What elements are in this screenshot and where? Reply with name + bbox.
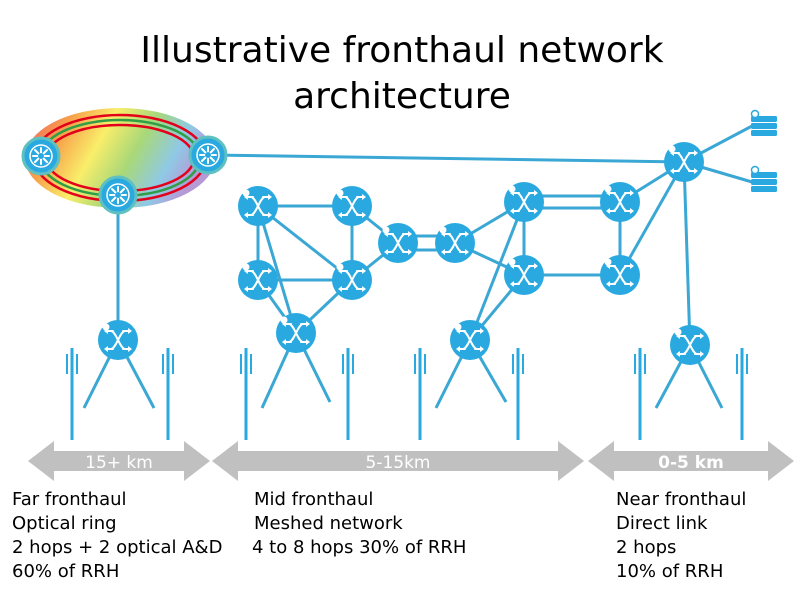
switch-router-icon [331,185,373,227]
switch-router-icon [331,259,373,301]
optical-node-icon [98,175,138,215]
switch-router-icon [669,324,711,366]
distance-arrow-far: 15+ km [28,441,210,481]
antenna-rrh-icon [342,348,354,440]
switch-router-icon [275,312,317,354]
page-title: Illustrative fronthaul network architect… [0,28,804,120]
switch-router-icon [377,222,419,264]
switch-router-icon [503,181,545,223]
antenna-rrh-icon [162,348,174,440]
antenna-rrh-icon [736,348,748,440]
switch-router-icon [97,319,139,361]
optical-node-icon [21,136,61,176]
distance-label-mid: 5-15km [366,453,431,473]
switch-router-icon [599,181,641,223]
near-segment-name: Near fronthaul [616,489,747,510]
server-stack-icon [750,165,778,193]
switch-router-icon [449,319,491,361]
antenna-rrh-icon [414,348,426,440]
mid-segment-hops: 4 to 8 hops 30% of RRH [252,537,467,558]
antenna-rrh-icon [240,348,252,440]
title-line-1: Illustrative fronthaul network [140,30,664,71]
distance-arrow-near: 0-5 km [588,441,794,481]
distance-arrow-mid: 5-15km [212,441,584,481]
near-fronthaul-description: Near fronthaul Direct link 2 hops 10% of… [616,488,746,584]
switch-router-icon [503,254,545,296]
distance-label-near: 0-5 km [658,453,724,473]
antenna-rrh-icon [634,348,646,440]
mid-fronthaul-description: Mid fronthaul Meshed network 4 to 8 hops… [252,488,467,560]
antenna-rrh-icon [512,348,524,440]
optical-node-icon [188,135,228,175]
distance-label-far: 15+ km [85,453,153,473]
far-segment-name: Far fronthaul [12,489,127,510]
switch-router-icon [599,254,641,296]
switch-router-icon [434,222,476,264]
switch-router-icon [237,259,279,301]
far-fronthaul-description: Far fronthaul Optical ring 2 hops + 2 op… [12,488,222,584]
far-segment-topology: Optical ring [12,513,117,534]
switch-router-icon [237,185,279,227]
antenna-rrh-icon [66,348,78,440]
near-segment-topology: Direct link [616,513,708,534]
mid-segment-name: Mid fronthaul [254,489,374,510]
mid-segment-topology: Meshed network [254,513,403,534]
near-segment-share: 10% of RRH [616,561,724,582]
far-segment-share: 60% of RRH [12,561,120,582]
switch-router-icon [663,141,705,183]
far-segment-hops: 2 hops + 2 optical A&D [12,537,223,558]
title-line-2: architecture [293,76,511,117]
near-segment-hops: 2 hops [616,537,677,558]
